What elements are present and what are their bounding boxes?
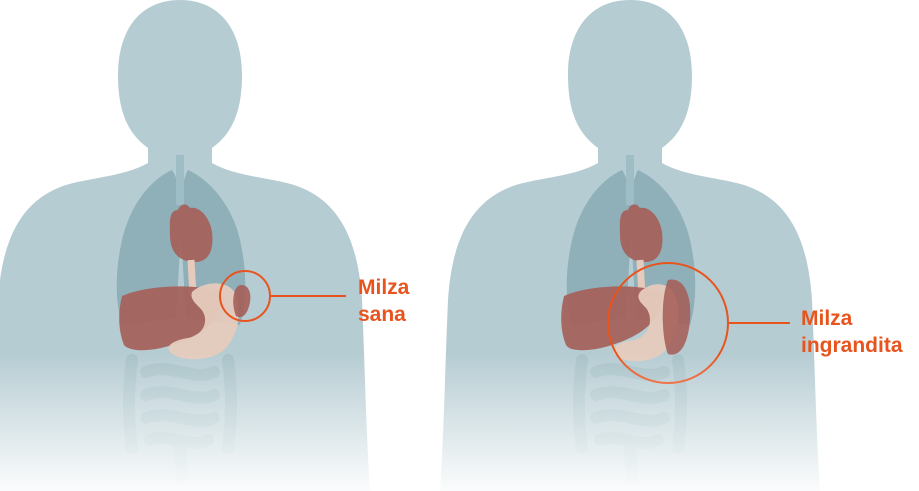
- callout-label-enlarged: Milza ingrandita: [801, 305, 903, 359]
- callout-healthy-line2: sana: [358, 301, 409, 328]
- callout-enlarged-line2: ingrandita: [801, 332, 903, 359]
- callout-label-healthy: Milza sana: [358, 274, 409, 328]
- callout-healthy-line1: Milza: [358, 274, 409, 301]
- callout-enlarged-line1: Milza: [801, 305, 903, 332]
